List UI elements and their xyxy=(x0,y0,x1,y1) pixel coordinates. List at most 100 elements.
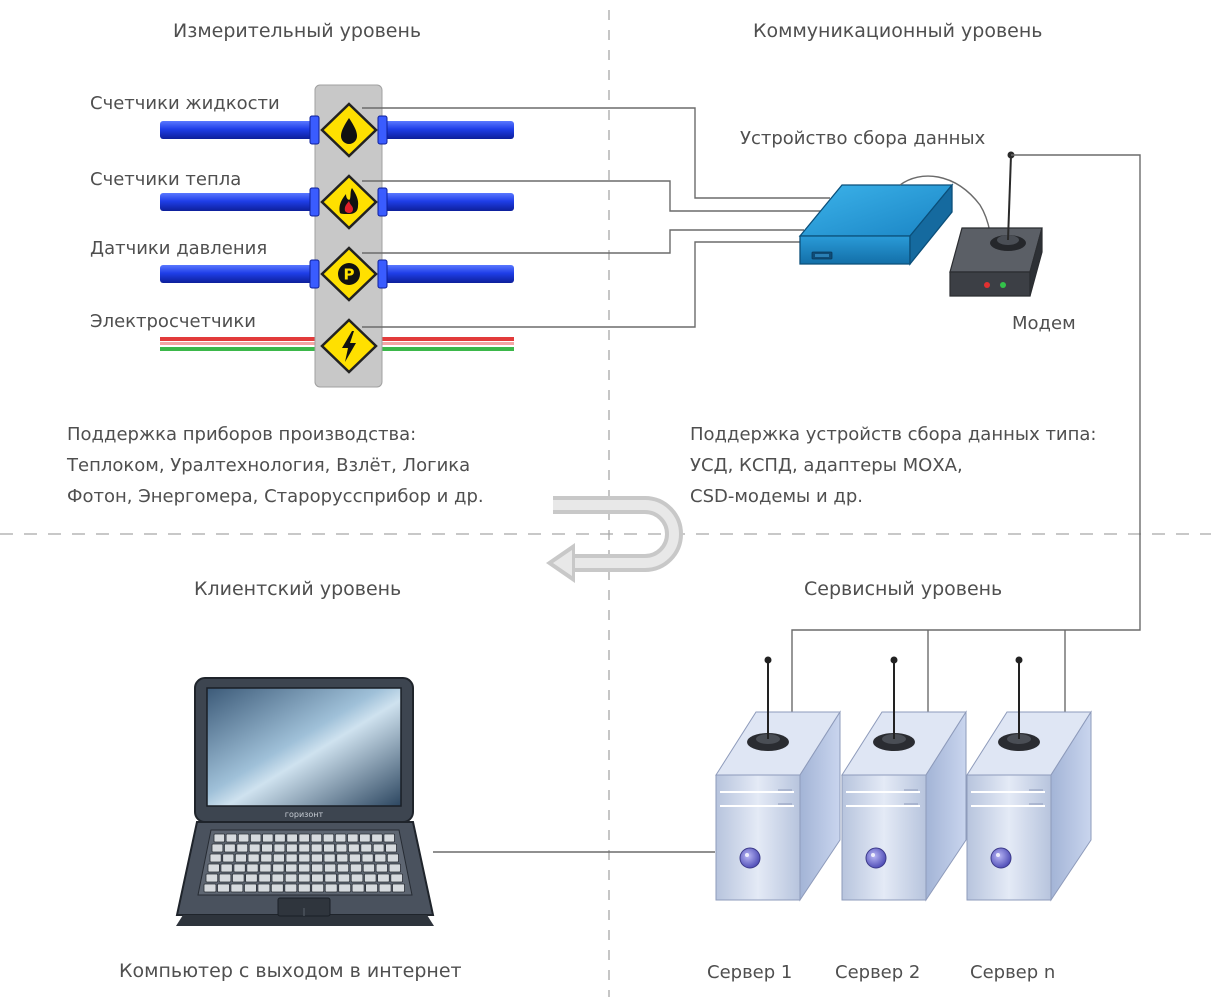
modem-server-line xyxy=(791,154,1141,712)
pressure-p-icon: P xyxy=(320,246,378,302)
server-n xyxy=(966,656,1092,902)
keyboard-key xyxy=(258,873,271,883)
keyboard-key xyxy=(298,863,311,873)
keyboard-key xyxy=(225,833,238,843)
laptop-brand: горизонт xyxy=(285,810,324,819)
keyboard-key xyxy=(311,863,324,873)
laptop: горизонт xyxy=(175,677,435,926)
keyboard-key xyxy=(375,863,388,873)
keyboard-key xyxy=(335,843,348,853)
measurement-level-title: Измерительный уровень xyxy=(173,20,422,42)
keyboard-key xyxy=(324,883,338,893)
meter-connection-lines xyxy=(362,107,830,328)
keyboard-key xyxy=(351,883,365,893)
keyboard-key xyxy=(262,833,274,843)
keyboard-key xyxy=(377,873,390,883)
keyboard-key xyxy=(337,873,351,883)
communication-support-line: Поддержка устройств сбора данных типа: xyxy=(690,424,1097,445)
keyboard-key xyxy=(205,873,219,883)
keyboard-key xyxy=(334,833,347,843)
keyboard-key xyxy=(310,843,323,853)
keyboard-key xyxy=(298,843,311,853)
keyboard-key xyxy=(236,843,249,853)
keyboard-key xyxy=(310,833,323,843)
meter-label-liquid: Счетчики жидкости xyxy=(90,93,280,114)
keyboard-key xyxy=(324,873,337,883)
keyboard-key xyxy=(371,833,383,843)
keyboard-key xyxy=(274,833,286,843)
keyboard-key xyxy=(259,863,272,873)
keyboard-key xyxy=(285,853,298,863)
keyboard-key xyxy=(362,863,376,873)
keyboard-key xyxy=(220,863,233,873)
keyboard-key xyxy=(245,873,258,883)
measurement-support-line: Фотон, Энергомера, Староруссприбор и др. xyxy=(67,486,484,507)
server-label-2: Сервер 2 xyxy=(835,962,921,983)
data-collection-device xyxy=(798,183,954,266)
meter-label-heat: Счетчики тепла xyxy=(90,169,242,190)
keyboard-key xyxy=(222,853,235,863)
keyboard-key xyxy=(386,853,399,863)
keyboard-key xyxy=(207,863,220,873)
keyboard-key xyxy=(374,853,387,863)
keyboard-key xyxy=(248,843,261,853)
keyboard xyxy=(203,833,405,893)
keyboard-key xyxy=(230,883,244,893)
keyboard-key xyxy=(361,853,374,863)
keyboard-key xyxy=(323,843,335,853)
keyboard-key xyxy=(257,883,271,893)
keyboard-key xyxy=(311,883,325,893)
keyboard-key xyxy=(284,873,298,883)
server-2 xyxy=(841,656,967,902)
keyboard-key xyxy=(323,853,336,863)
keyboard-key xyxy=(247,853,260,863)
service-level-title: Сервисный уровень xyxy=(804,578,1003,600)
communication-support-text: Поддержка устройств сбора данных типа: У… xyxy=(690,419,1097,512)
keyboard-key xyxy=(270,883,284,893)
keyboard-key xyxy=(237,833,250,843)
device-modem-cable xyxy=(899,175,991,233)
keyboard-key xyxy=(218,873,232,883)
keyboard-key xyxy=(217,883,230,893)
keyboard-key xyxy=(243,883,257,893)
keyboard-key xyxy=(297,873,311,883)
cycle-arrow-icon xyxy=(546,496,683,583)
keyboard-key xyxy=(310,853,323,863)
keyboard-key xyxy=(223,843,236,853)
modem xyxy=(949,151,1043,297)
keyboard-key xyxy=(338,883,352,893)
device-label: Устройство сбора данных xyxy=(740,128,986,149)
keyboard-key xyxy=(211,843,224,853)
communication-support-line: УСД, КСПД, адаптеры МОХА, xyxy=(690,455,963,476)
flame-icon xyxy=(320,174,378,230)
keyboard-key xyxy=(231,873,245,883)
keyboard-key xyxy=(350,873,364,883)
svg-text:P: P xyxy=(344,266,355,284)
keyboard-key xyxy=(209,853,222,863)
measurement-support-text: Поддержка приборов производства: Теплоко… xyxy=(67,419,484,512)
keyboard-key xyxy=(372,843,385,853)
keyboard-key xyxy=(323,863,337,873)
keyboard-key xyxy=(390,873,403,883)
keyboard-key xyxy=(336,863,350,873)
keyboard-key xyxy=(285,863,298,873)
measurement-support-line: Теплоком, Уралтехнология, Взлёт, Логика xyxy=(67,455,471,476)
modem-label: Модем xyxy=(1012,313,1076,334)
server-label-1: Сервер 1 xyxy=(707,962,793,983)
communication-level-title: Коммуникационный уровень xyxy=(753,20,1043,42)
keyboard-key xyxy=(284,883,298,893)
keyboard-key xyxy=(298,853,311,863)
keyboard-key xyxy=(349,863,363,873)
keyboard-key xyxy=(347,833,359,843)
meter-column xyxy=(314,84,383,388)
keyboard-key xyxy=(348,853,361,863)
keyboard-key xyxy=(359,833,371,843)
server-1 xyxy=(715,656,841,902)
client-level-title: Клиентский уровень xyxy=(194,578,402,600)
keyboard-key xyxy=(272,853,285,863)
keyboard-key xyxy=(249,833,262,843)
keyboard-key xyxy=(311,873,324,883)
keyboard-key xyxy=(286,833,298,843)
communication-support-line: CSD-модемы и др. xyxy=(690,486,863,507)
keyboard-key xyxy=(271,873,285,883)
